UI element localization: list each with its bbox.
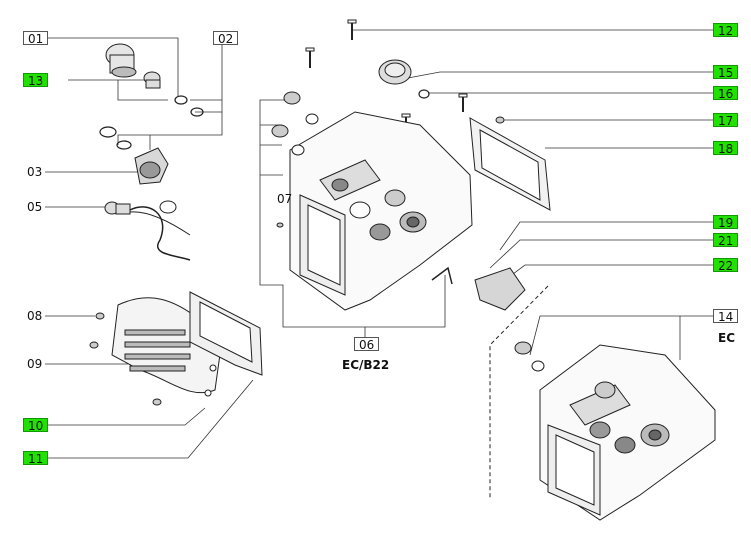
part-label-21: 21 <box>713 233 739 248</box>
leader-14 <box>529 315 715 356</box>
part-label-22: 22 <box>713 258 739 273</box>
leader-21 <box>489 239 715 269</box>
part-label-13: 13 <box>23 73 49 88</box>
part-label-08: 08 <box>27 309 43 323</box>
part-label-16: 16 <box>713 86 739 101</box>
variant-label-ec-b22: EC/B22 <box>342 358 390 372</box>
part-label-05: 05 <box>27 200 43 214</box>
control-panel-ec <box>539 344 716 521</box>
part-label-03: 03 <box>27 165 43 179</box>
part-label-12: 12 <box>713 23 739 38</box>
leader-02 <box>190 37 223 101</box>
part-label-10: 10 <box>23 418 49 433</box>
leader-01 <box>45 37 179 96</box>
part-label-18: 18 <box>713 141 739 156</box>
part-label-01: 01 <box>23 31 49 46</box>
leader-11 <box>45 379 254 459</box>
bracket-part-18 <box>469 117 551 211</box>
leader-15 <box>407 71 715 79</box>
part-label-17: 17 <box>713 113 739 128</box>
part-label-07: 07 <box>277 192 293 206</box>
part-label-14: 14 <box>713 309 739 324</box>
leader-10 <box>45 407 206 426</box>
control-panel-ec-b22 <box>289 111 473 311</box>
leader-22 <box>504 264 715 281</box>
variant-label-ec: EC <box>718 331 736 345</box>
leader-19 <box>499 221 715 251</box>
part-label-06: 06 <box>354 337 380 352</box>
part-label-02: 02 <box>213 31 239 46</box>
part-label-19: 19 <box>713 215 739 230</box>
part-label-09: 09 <box>27 357 43 371</box>
part-label-11: 11 <box>23 451 49 466</box>
display-part-11 <box>189 291 263 376</box>
part-label-15: 15 <box>713 65 739 80</box>
